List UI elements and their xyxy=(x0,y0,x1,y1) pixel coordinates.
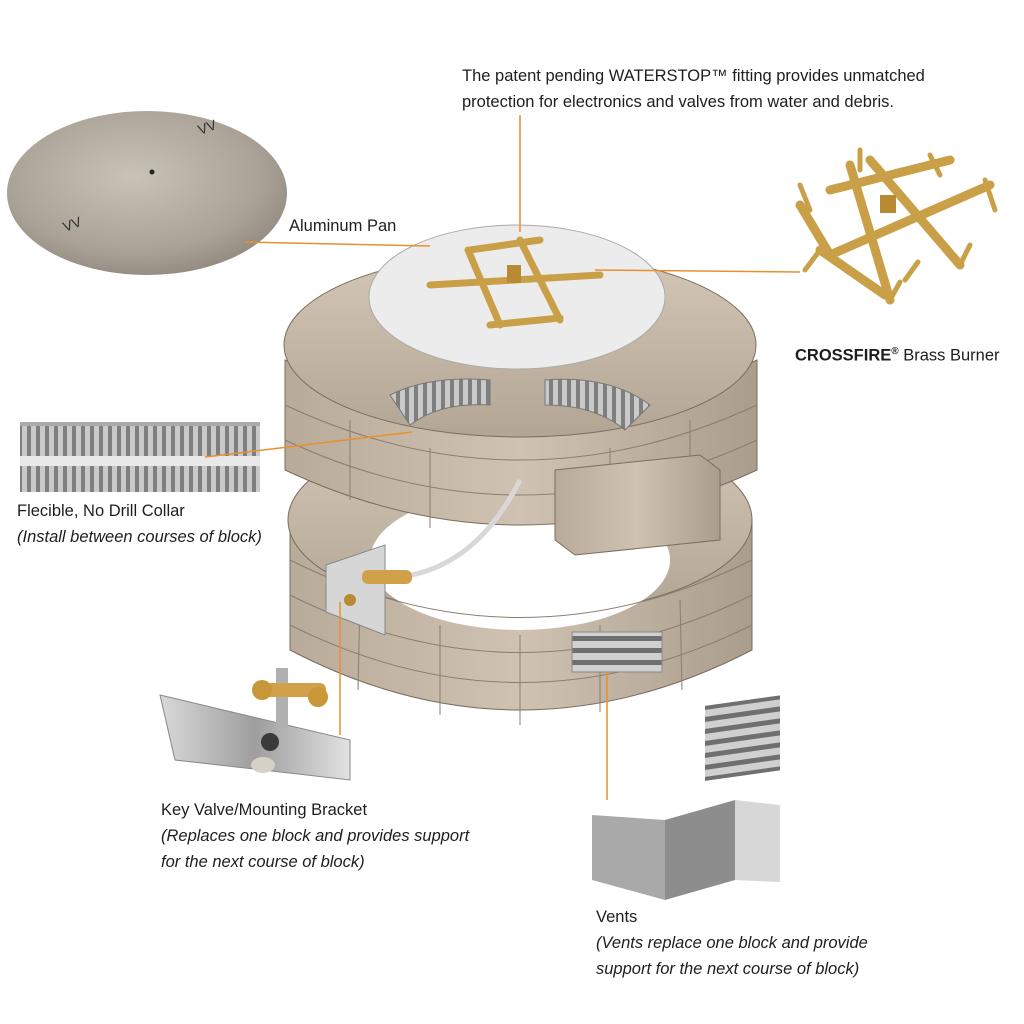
burner-label: CROSSFIRE® Brass Burner xyxy=(795,339,1000,369)
pan-label: Aluminum Pan xyxy=(289,217,397,235)
vents-note-2: support for the next course of block) xyxy=(596,960,860,978)
collar-label: Flecible, No Drill Collar xyxy=(17,502,185,520)
vent-image xyxy=(592,695,780,900)
collar-image xyxy=(20,422,260,492)
fire-pit-ring-image xyxy=(283,224,758,725)
valve-note-2: for the next course of block) xyxy=(161,853,365,871)
waterstop-callout: The patent pending WATERSTOP™ fitting pr… xyxy=(462,63,925,115)
aluminum-pan-image: VV VV xyxy=(7,111,287,275)
waterstop-line-1: The patent pending WATERSTOP™ fitting pr… xyxy=(462,67,925,85)
collar-callout: Flecible, No Drill Collar (Install betwe… xyxy=(17,498,262,550)
leader-burner xyxy=(594,269,801,273)
key-valve-image xyxy=(159,668,351,781)
svg-text:VV: VV xyxy=(196,116,220,138)
collar-note: (Install between courses of block) xyxy=(17,528,262,546)
valve-note-1: (Replaces one block and provides support xyxy=(161,827,470,845)
burner-text: Brass Burner xyxy=(898,346,1000,365)
leader-collar xyxy=(204,431,413,458)
vents-label: Vents xyxy=(596,908,638,926)
vents-callout: Vents (Vents replace one block and provi… xyxy=(596,904,868,982)
vents-note-1: (Vents replace one block and provide xyxy=(596,934,868,952)
leader-pan xyxy=(244,241,431,247)
valve-label: Key Valve/Mounting Bracket xyxy=(161,801,368,819)
waterstop-line-2: protection for electronics and valves fr… xyxy=(462,93,894,111)
crossfire-burner-image xyxy=(795,147,998,305)
valve-callout: Key Valve/Mounting Bracket (Replaces one… xyxy=(161,797,469,875)
svg-text:VV: VV xyxy=(61,213,85,235)
burner-brand: CROSSFIRE xyxy=(795,346,892,365)
leader-lines xyxy=(204,115,801,800)
burner-mark: ® xyxy=(891,346,899,357)
